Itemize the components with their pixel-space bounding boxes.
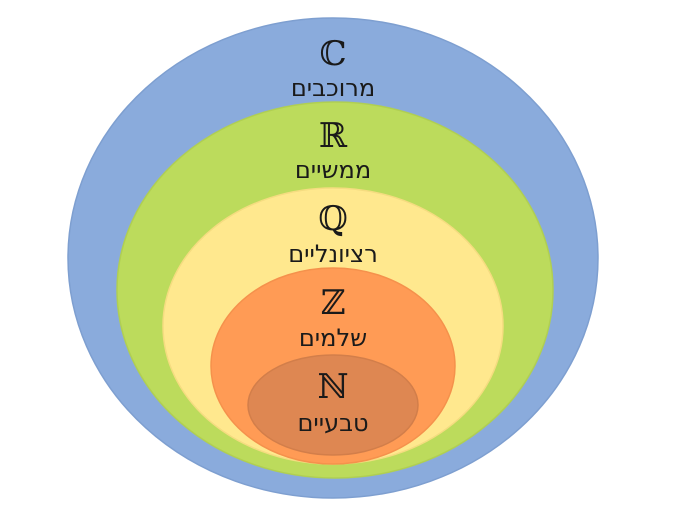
set-natural: ℕ טבעיים [247,354,419,456]
natural-numbers-ellipse [247,354,419,456]
complex-symbol: ℂ [319,34,346,74]
natural-symbol: ℕ [317,367,348,407]
real-label: ממשיים [295,156,371,184]
rational-symbol: ℚ [318,199,348,239]
rational-label: רציונליים [288,240,378,268]
real-symbol: ℝ [319,116,348,156]
integer-symbol: ℤ [321,283,346,323]
natural-label: טבעיים [297,409,368,437]
complex-label: מרוכבים [291,74,375,102]
integer-label: שלמים [299,324,367,352]
